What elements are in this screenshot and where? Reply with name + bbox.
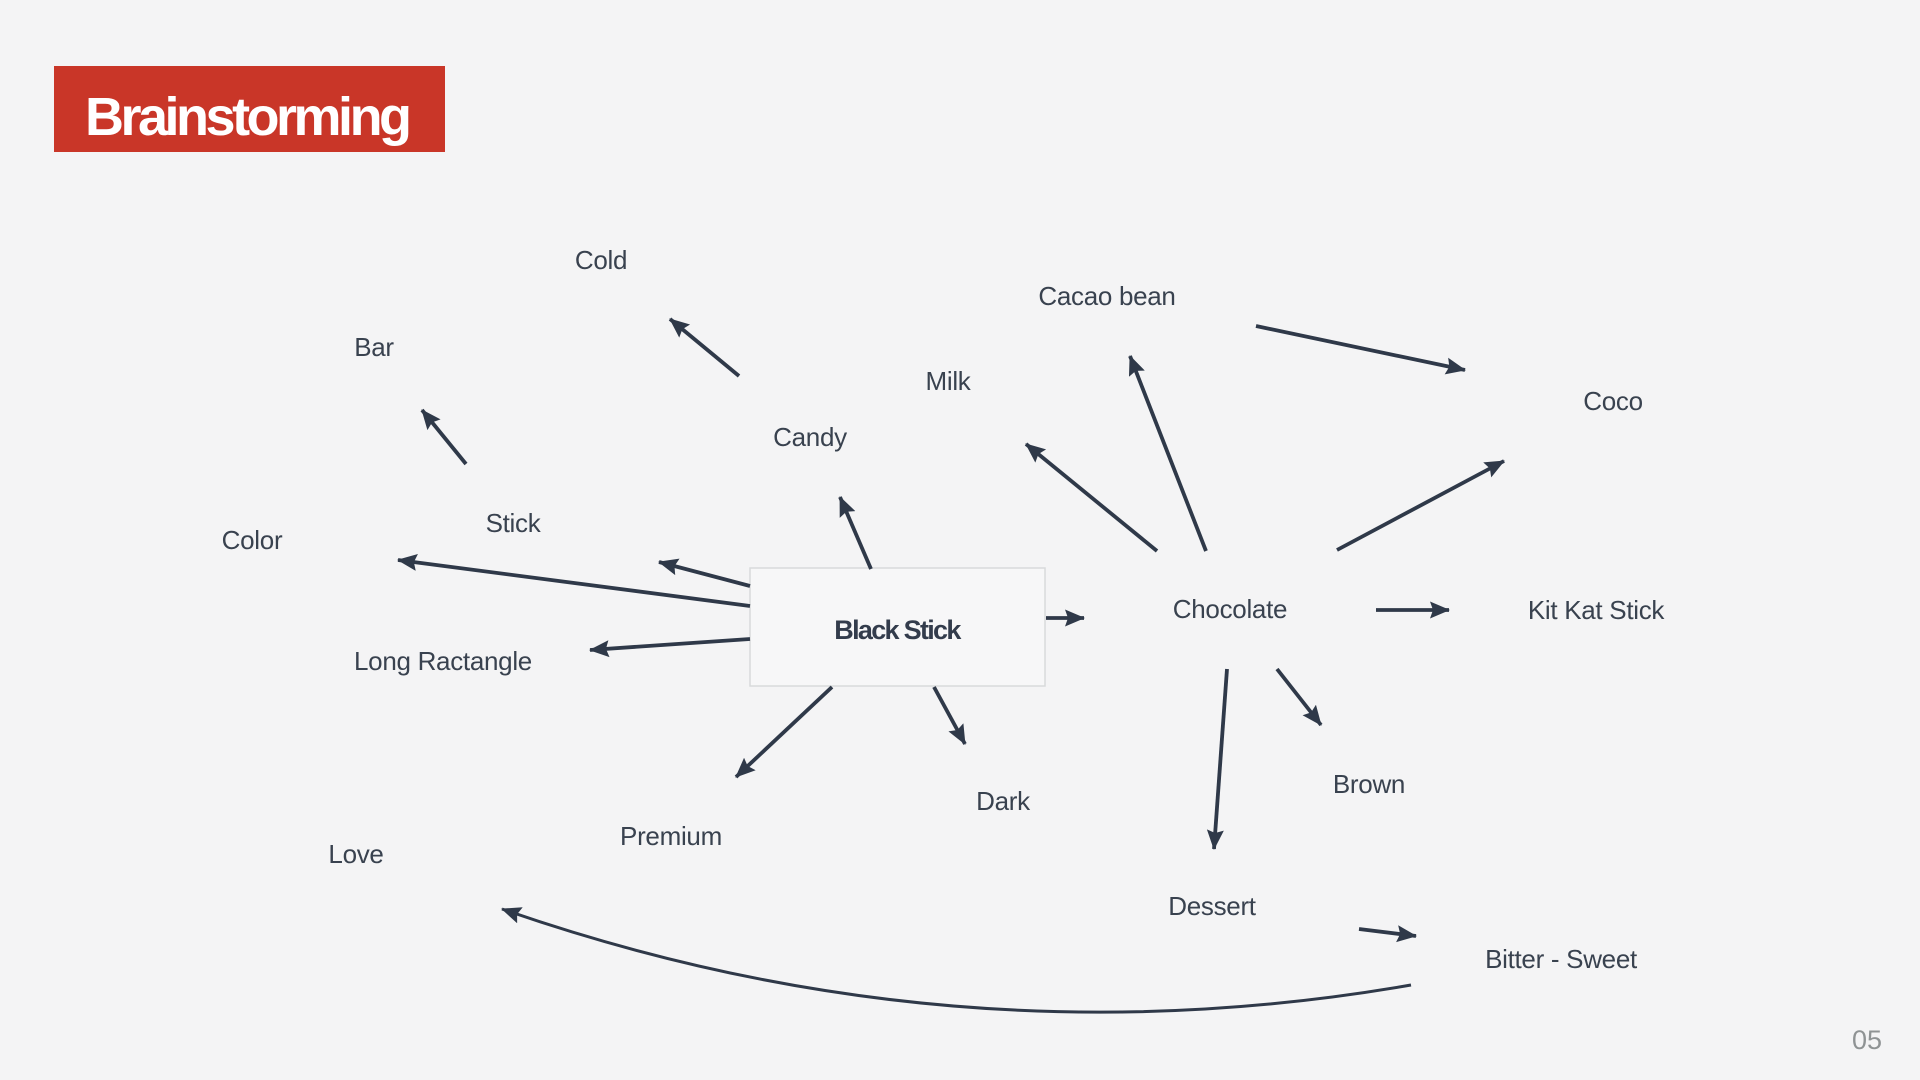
svg-text:Black Stick: Black Stick <box>834 615 962 645</box>
svg-text:Brown: Brown <box>1333 769 1405 799</box>
svg-text:Cold: Cold <box>575 245 627 275</box>
svg-text:Stick: Stick <box>486 508 542 538</box>
svg-text:Color: Color <box>222 525 283 555</box>
svg-text:Bitter - Sweet: Bitter - Sweet <box>1485 944 1638 974</box>
svg-text:Coco: Coco <box>1583 386 1643 416</box>
svg-text:Candy: Candy <box>773 422 847 452</box>
svg-text:Cacao bean: Cacao bean <box>1038 281 1175 311</box>
svg-text:Dessert: Dessert <box>1168 891 1257 921</box>
svg-text:Kit Kat Stick: Kit Kat Stick <box>1528 595 1666 625</box>
svg-text:Brainstorming: Brainstorming <box>85 87 409 147</box>
svg-text:Bar: Bar <box>354 332 394 362</box>
svg-text:Love: Love <box>328 839 383 869</box>
svg-text:05: 05 <box>1852 1025 1882 1055</box>
svg-text:Dark: Dark <box>976 786 1031 816</box>
svg-text:Chocolate: Chocolate <box>1173 594 1287 624</box>
svg-text:Premium: Premium <box>620 821 722 851</box>
svg-text:Milk: Milk <box>925 366 971 396</box>
svg-text:Long Ractangle: Long Ractangle <box>354 646 532 676</box>
